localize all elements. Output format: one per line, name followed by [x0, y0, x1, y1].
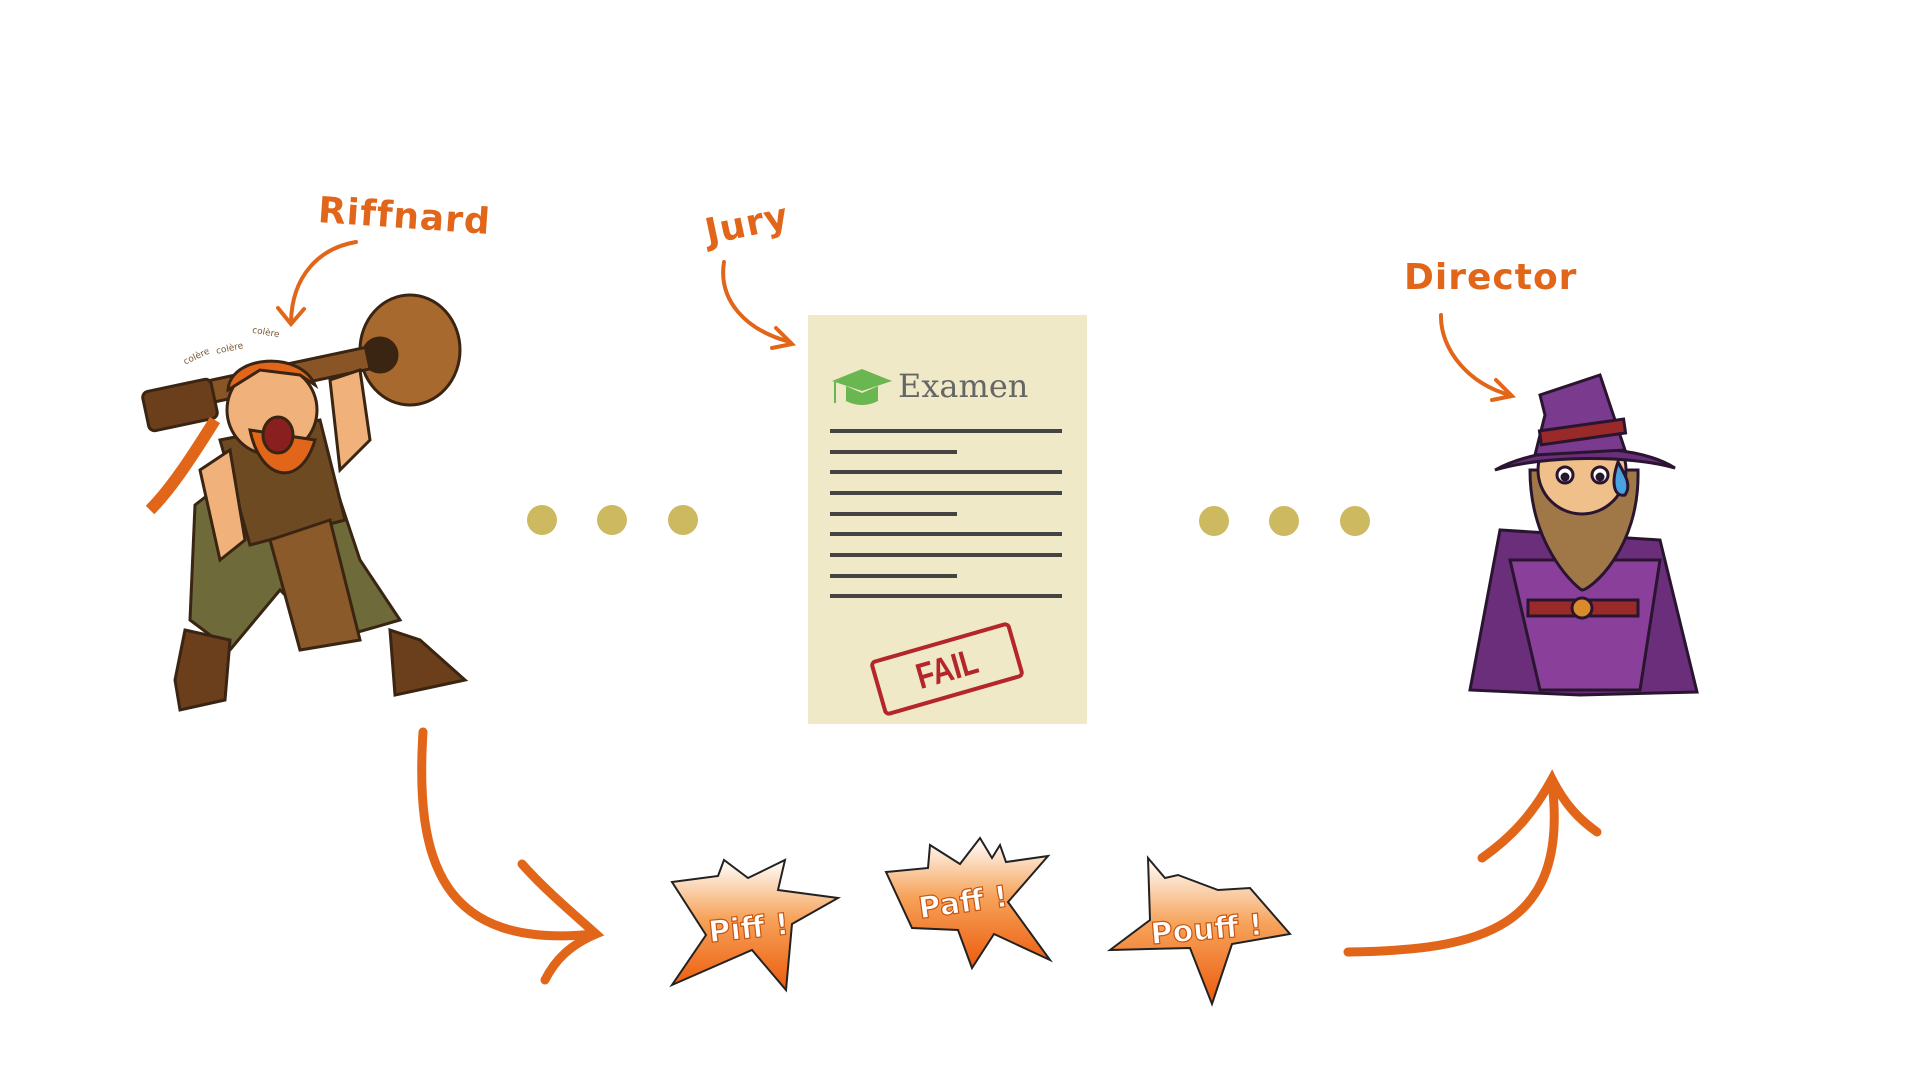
graduation-cap-icon: [832, 369, 892, 405]
text-line: [830, 553, 1062, 557]
arrow-to-document: [721, 260, 792, 344]
burst-paff: Paff !: [884, 836, 1054, 971]
text-line: [830, 594, 1062, 598]
fail-stamp: FAIL: [868, 621, 1026, 717]
director-character: [1468, 373, 1699, 697]
exam-document: Examen FAIL: [808, 315, 1087, 724]
fail-stamp-text: FAIL: [911, 640, 983, 697]
ellipsis-dot: [1269, 506, 1299, 536]
arrow-to-director: [1438, 313, 1512, 397]
ellipsis-dot: [668, 505, 698, 535]
text-line: [830, 532, 1062, 536]
text-line: [830, 491, 1062, 495]
burst-piff: Piff !: [669, 858, 842, 993]
arrow-to-riffnard: [289, 240, 358, 324]
text-line: [830, 429, 1062, 433]
ellipsis-dot: [1340, 506, 1370, 536]
text-line: [830, 450, 957, 454]
text-line: [830, 574, 957, 578]
text-line: [830, 512, 957, 516]
burst-pouff: Pouff !: [1106, 855, 1292, 1007]
text-line: [830, 470, 1062, 474]
ellipsis-dot: [527, 505, 557, 535]
ellipsis-dot: [597, 505, 627, 535]
arrow-fight-to-director: [1343, 777, 1559, 957]
riffnard-character: [141, 293, 469, 712]
document-title: Examen: [898, 367, 1029, 405]
director-label: Director: [1404, 257, 1578, 298]
arrow-riffnard-to-fight: [417, 727, 599, 941]
ellipsis-dot: [1199, 506, 1229, 536]
